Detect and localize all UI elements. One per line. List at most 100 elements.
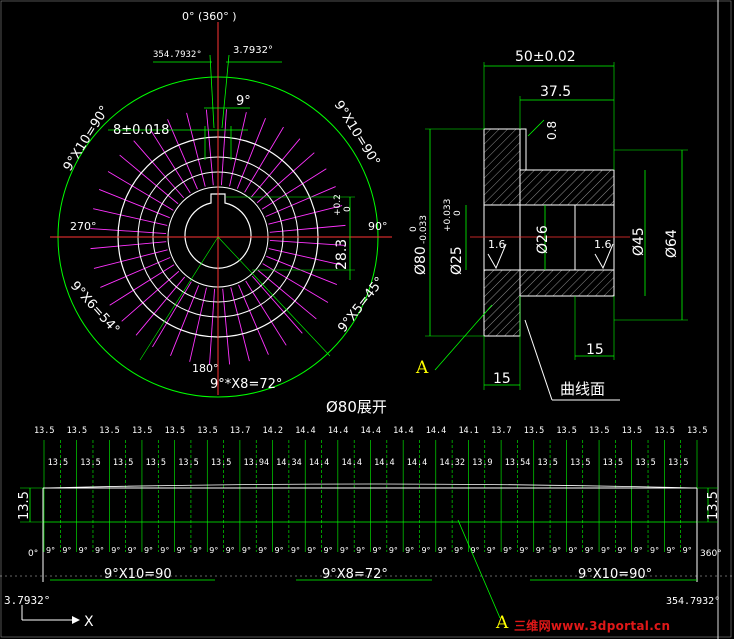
wheel-arc-left: 9°X6=54° (67, 279, 122, 338)
development-top-value: 13.5 (556, 426, 576, 436)
development-step-label: 9° (79, 546, 88, 555)
wheel-ray (269, 224, 346, 233)
wheel-top-label: 0° (360° ) (182, 10, 237, 23)
section-dia64: Ø64 (664, 229, 680, 258)
wheel-ray (109, 264, 175, 306)
development-second-value: 13.5 (635, 458, 655, 468)
development-top-value: 13.5 (622, 426, 642, 436)
wheel-keyway-tol-top: +0.2 (333, 194, 343, 216)
wheel-ray (262, 263, 329, 303)
development-top-value: 14.4 (295, 426, 315, 436)
section-dia25: Ø25 (449, 246, 465, 275)
wheel-ray (220, 109, 227, 186)
wheel-ray (209, 288, 216, 365)
development-top-value: 13.5 (34, 426, 54, 436)
development-grid: 13.5 13.5 13.5 13.5 13.5 13.5 13.7 14.2 14.4 14.4… (34, 426, 707, 555)
development-second-value: 13.5 (668, 458, 688, 468)
development-top-value: 13.5 (132, 426, 152, 436)
section-bottom-right: 15 (586, 342, 604, 358)
development-top-value: 13.7 (230, 426, 250, 436)
development-second-value: 14.4 (341, 458, 361, 468)
development-step-label: 9° (324, 546, 333, 555)
wheel-ray (261, 168, 327, 210)
wheel-ray (244, 126, 284, 193)
development-step-label: 9° (226, 546, 235, 555)
development-second-value: 13.5 (80, 458, 100, 468)
development-step-label: 9° (62, 546, 71, 555)
development-step-label: 9° (356, 546, 365, 555)
development-top-value: 14.4 (393, 426, 413, 436)
development-second-value: 13.5 (211, 458, 231, 468)
wheel-right-angle: 3.7932° (233, 45, 273, 56)
wheel-ray (98, 189, 170, 219)
development-end-angle: 354.7932° (666, 596, 720, 607)
development-second-value: 13.5 (178, 458, 198, 468)
x-axis-arrow-icon (72, 616, 80, 624)
development-second-value: 13.5 (537, 458, 557, 468)
development-top-value: 14.1 (458, 426, 478, 436)
development-step-label: 9° (666, 546, 675, 555)
wheel-keyway-tol-bottom: 0 (343, 206, 353, 212)
development-start-label: 0° (28, 549, 38, 559)
wheel-ray (265, 186, 336, 217)
development-step-label: 9° (177, 546, 186, 555)
wheel-view: 0° (360° ) 354.7932° 3.7932° 9° 8±0.018 … (50, 10, 392, 398)
development-step-label: 9° (111, 546, 120, 555)
development-top-value: 13.7 (491, 426, 511, 436)
development-step-label: 9° (519, 546, 528, 555)
development-second-value: 14.4 (309, 458, 329, 468)
development-step-label: 9° (634, 546, 643, 555)
section-bottom-left: 15 (493, 371, 511, 387)
wheel-ray (90, 228, 167, 235)
development-marker: A (495, 613, 509, 633)
development-second-value: 13.5 (146, 458, 166, 468)
development-step-label: 9° (536, 546, 545, 555)
section-rough-left: 1.6 (488, 238, 506, 251)
development-step-label: 9° (144, 546, 153, 555)
development-top-value: 13.5 (589, 426, 609, 436)
watermark: 三维网www.3dportal.cn (514, 619, 671, 633)
development-step-label: 9° (405, 546, 414, 555)
development-step-label: 9° (617, 546, 626, 555)
wheel-angle-270: 270° (70, 220, 97, 233)
wheel-ray (100, 257, 171, 288)
section-chamfer: 0.8 (545, 121, 559, 140)
development-end-label: 360° (700, 549, 722, 559)
wheel-angle-90: 90° (368, 220, 388, 233)
section-dia80-tol-bottom: -0.033 (419, 215, 429, 244)
development-step-label: 9° (503, 546, 512, 555)
wheel-small-angle: 9° (236, 94, 251, 109)
development-step-label: 9° (552, 546, 561, 555)
development-step-label: 9° (258, 546, 267, 555)
development-step-label: 9° (275, 546, 284, 555)
section-inner-width: 37.5 (540, 84, 571, 100)
development-top-value: 13.5 (654, 426, 674, 436)
development-step-label: 9° (650, 546, 659, 555)
wheel-ray (152, 281, 192, 348)
wheel-ray (245, 280, 287, 346)
development-second-value: 13.54 (505, 458, 531, 468)
section-rough-right: 1.6 (594, 238, 612, 251)
section-dia25-tol-top: +0.033 (443, 199, 453, 232)
section-width: 50±0.02 (515, 49, 576, 65)
section-dia45: Ø45 (631, 227, 647, 256)
wheel-ray (170, 285, 200, 357)
development-step-label: 9° (340, 546, 349, 555)
development-top-value: 14.2 (263, 426, 283, 436)
wheel-ray (149, 128, 191, 194)
development-second-value: 14.4 (374, 458, 394, 468)
wheel-keyway-dim: 28.3 (334, 239, 350, 270)
development-step-label: 9° (585, 546, 594, 555)
development-second-value: 14.4 (407, 458, 427, 468)
development-step-label: 9° (242, 546, 251, 555)
development-second-value: 13.5 (570, 458, 590, 468)
wheel-arc-right: 9°X5=45° (335, 274, 387, 335)
development-step-label: 9° (470, 546, 479, 555)
development-span-left: 9°X10=90 (104, 567, 172, 582)
development-step-label: 9° (683, 546, 692, 555)
development-second-value: 13.94 (244, 458, 270, 468)
development-title: Ø80展开 (326, 398, 387, 416)
development-second-value: 13.9 (472, 458, 492, 468)
development-top-value: 13.5 (165, 426, 185, 436)
development-top-value: 13.5 (197, 426, 217, 436)
